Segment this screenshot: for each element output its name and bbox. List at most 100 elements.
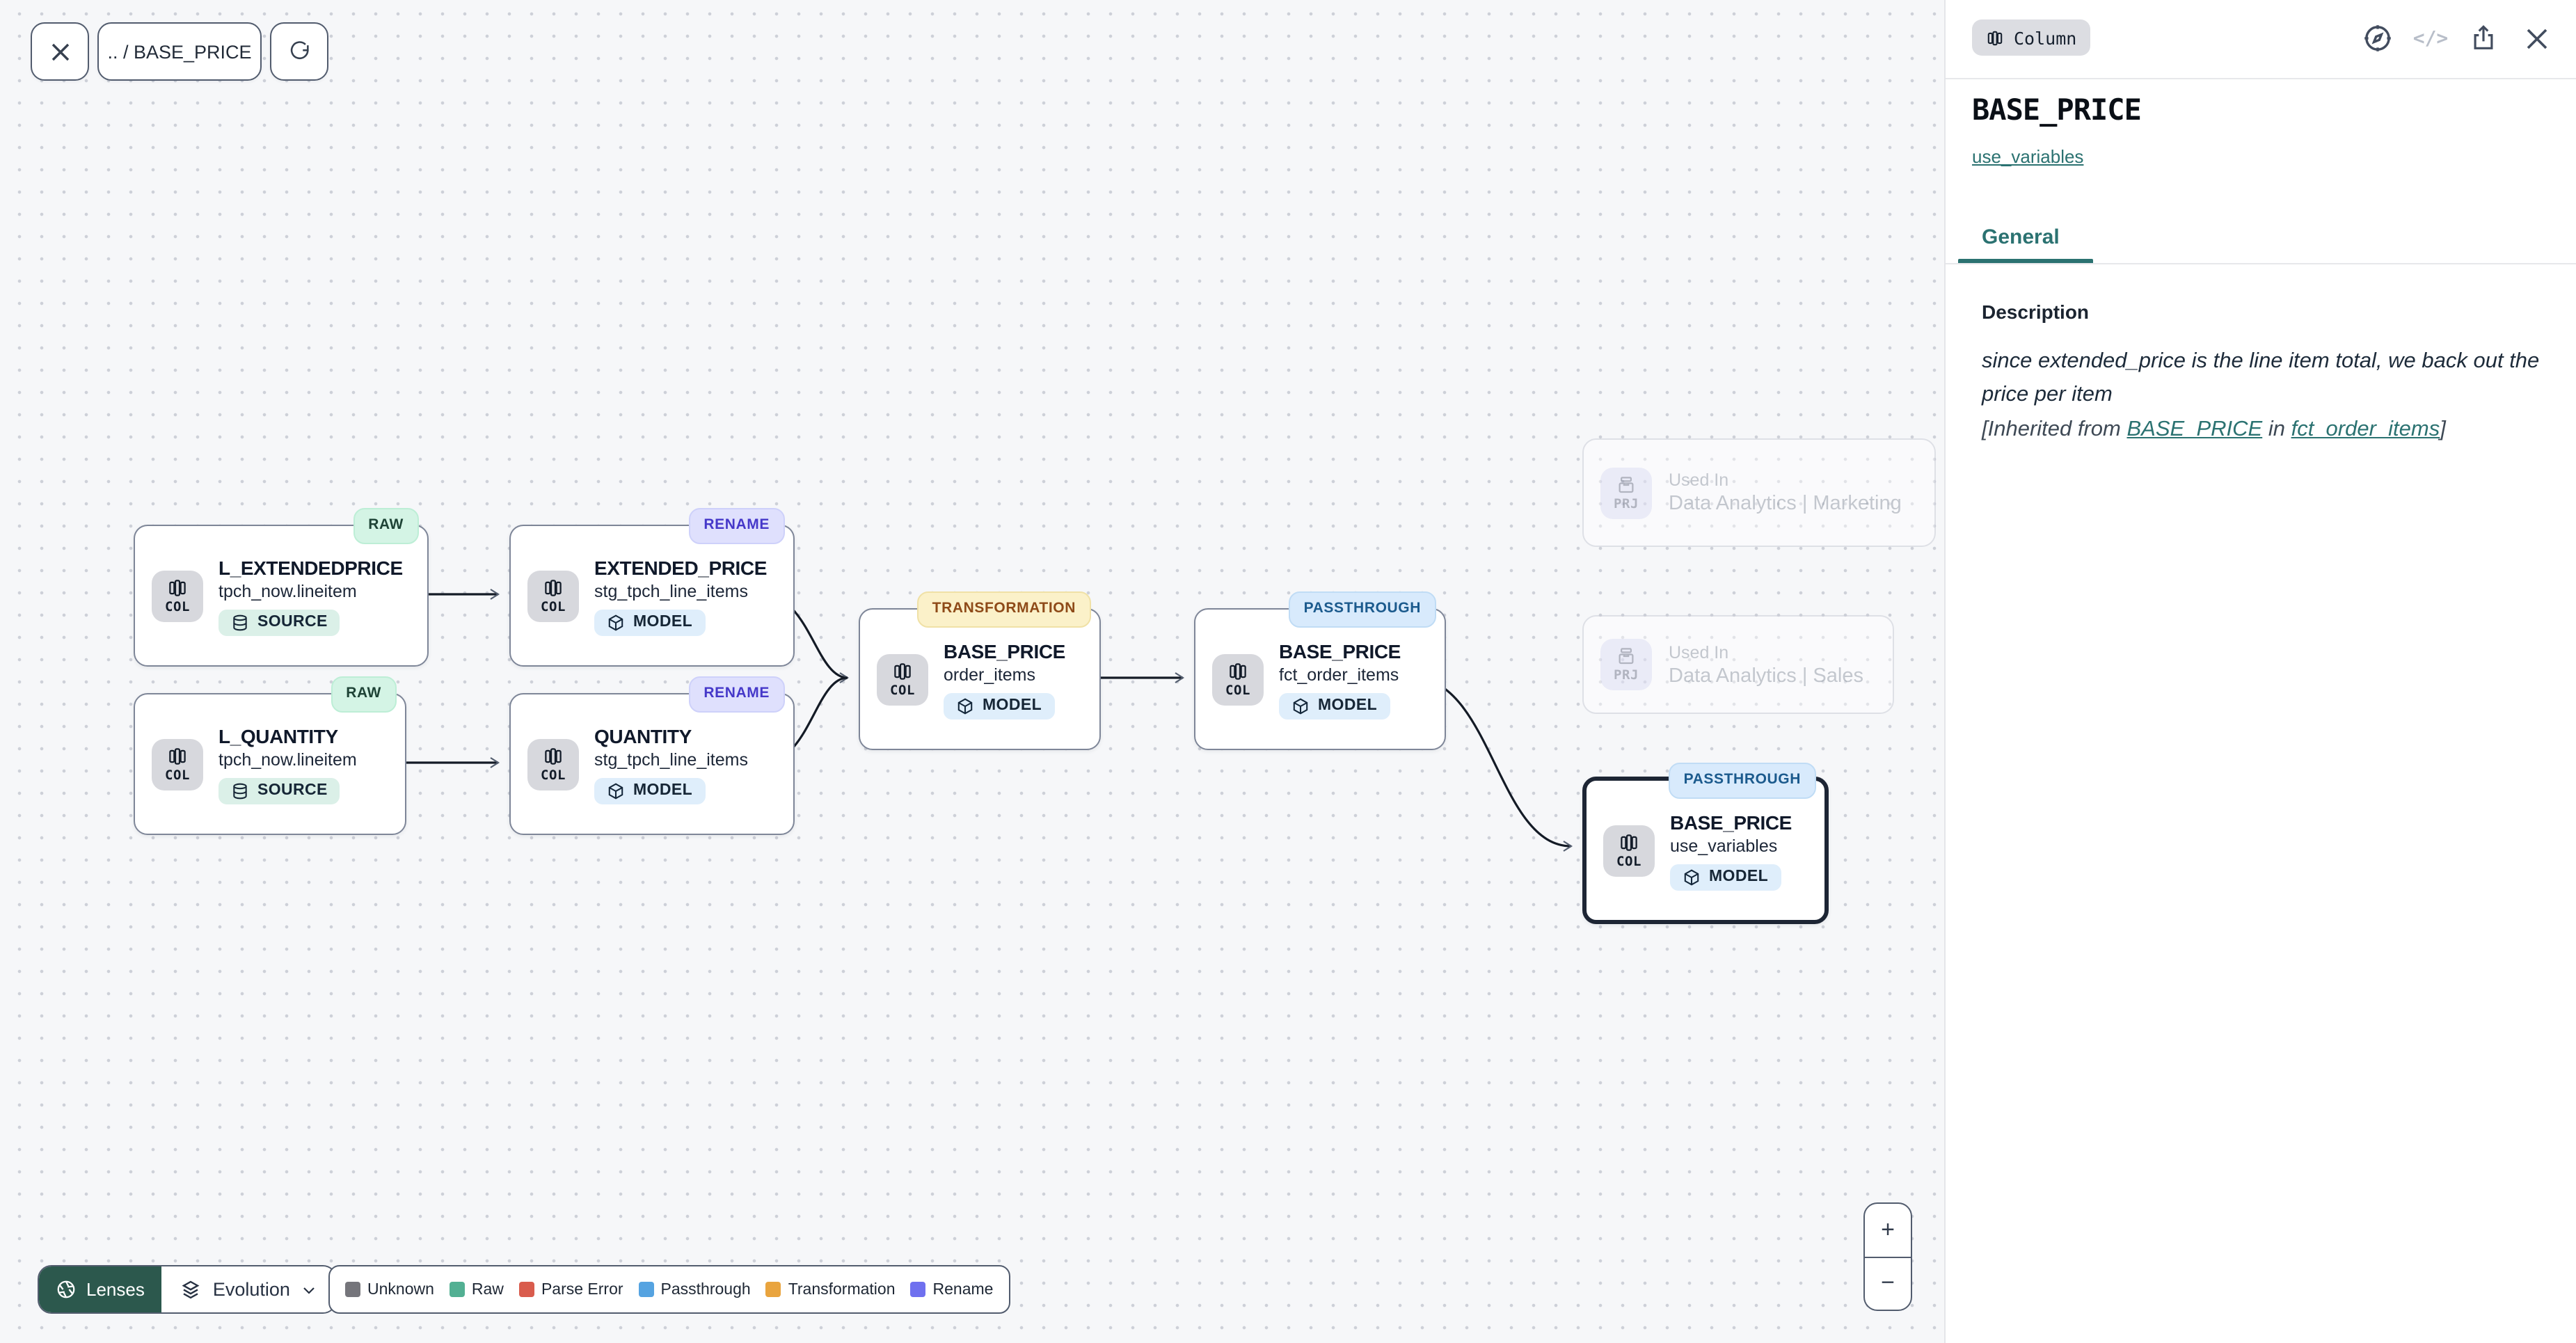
column-kind-chip: COL bbox=[1212, 653, 1264, 705]
node-text: BASE_PRICE use_variables MODEL bbox=[1670, 811, 1792, 890]
legend-item: Rename bbox=[910, 1281, 993, 1298]
close-icon bbox=[51, 42, 69, 61]
code-view-button[interactable]: </> bbox=[2413, 21, 2449, 56]
model-chip: MODEL bbox=[944, 692, 1055, 719]
columns-icon bbox=[169, 579, 186, 596]
lineage-node-base-price-use-variables-selected[interactable]: PASSTHROUGH COL BASE_PRICE use_variables… bbox=[1582, 763, 1829, 924]
kind-label: PRJ bbox=[1613, 496, 1639, 511]
model-chip: MODEL bbox=[1279, 692, 1390, 719]
column-kind-chip: COL bbox=[152, 738, 203, 790]
entity-type-label: Column bbox=[2014, 27, 2077, 48]
description-text: since extended_price is the line item to… bbox=[1982, 349, 2540, 406]
lenses-button[interactable]: Lenses bbox=[39, 1266, 161, 1312]
lineage-node-l-extendedprice[interactable]: RAW COL L_EXTENDEDPRICE tpch_now.lineite… bbox=[134, 508, 429, 667]
lineage-node-l-quantity[interactable]: RAW COL L_QUANTITY tpch_now.lineitem SOU… bbox=[134, 676, 406, 835]
explore-button[interactable] bbox=[2360, 21, 2395, 56]
tab-divider bbox=[1946, 263, 2576, 264]
columns-icon bbox=[169, 747, 186, 764]
node-subtitle: use_variables bbox=[1670, 836, 1778, 855]
kind-label: COL bbox=[540, 768, 566, 783]
zoom-out-icon: − bbox=[1881, 1269, 1895, 1296]
node-text: EXTENDED_PRICE stg_tpch_line_items MODEL bbox=[594, 556, 767, 635]
inherited-model-link[interactable]: fct_order_items bbox=[2291, 418, 2440, 441]
node-subtitle: fct_order_items bbox=[1279, 665, 1399, 684]
model-icon bbox=[1684, 868, 1699, 885]
tab-active-indicator bbox=[1958, 259, 2093, 264]
used-in-node-sales[interactable]: PRJ Used In Data Analytics | Sales bbox=[1582, 615, 1894, 714]
legend-swatch-transformation bbox=[765, 1282, 781, 1297]
legend-item: Parse Error bbox=[518, 1281, 623, 1298]
kind-label: COL bbox=[1616, 854, 1642, 869]
tab-general[interactable]: General bbox=[1982, 225, 2060, 249]
evolution-icon bbox=[182, 1280, 200, 1298]
lenses-label: Lenses bbox=[86, 1279, 145, 1300]
chevron-down-icon bbox=[304, 1287, 315, 1294]
inherited-column-link[interactable]: BASE_PRICE bbox=[2126, 418, 2263, 441]
lineage-node-extended-price[interactable]: RENAME COL EXTENDED_PRICE stg_tpch_line_… bbox=[509, 508, 795, 667]
close-panel-button[interactable] bbox=[2519, 21, 2554, 56]
inherited-from-note: [Inherited from BASE_PRICE in fct_order_… bbox=[1982, 418, 2544, 443]
legend-swatch-passthrough bbox=[638, 1282, 654, 1297]
refresh-button[interactable] bbox=[270, 22, 328, 81]
lens-badge: TRANSFORMATION bbox=[916, 591, 1091, 628]
legend-item: Unknown bbox=[345, 1281, 434, 1298]
legend-label: Raw bbox=[471, 1281, 504, 1298]
compass-icon bbox=[2364, 25, 2391, 51]
inherited-middle: in bbox=[2262, 418, 2291, 441]
node-text: Used In Data Analytics | Marketing bbox=[1669, 470, 1902, 515]
node-subtitle: tpch_now.lineitem bbox=[218, 581, 357, 601]
node-subtitle: stg_tpch_line_items bbox=[594, 749, 748, 769]
column-kind-chip: COL bbox=[152, 570, 203, 621]
column-kind-chip: COL bbox=[527, 570, 579, 621]
close-icon bbox=[2526, 28, 2547, 49]
node-subtitle: stg_tpch_line_items bbox=[594, 581, 748, 601]
project-icon bbox=[1619, 648, 1634, 665]
node-text: Used In Data Analytics | Sales bbox=[1669, 642, 1863, 687]
kind-label: COL bbox=[164, 768, 191, 783]
legend-label: Parse Error bbox=[541, 1281, 623, 1298]
share-icon bbox=[2474, 25, 2493, 49]
lineage-node-base-price-order-items[interactable]: TRANSFORMATION COL BASE_PRICE order_item… bbox=[859, 591, 1101, 750]
legend-swatch-unknown bbox=[345, 1282, 360, 1297]
node-title: QUANTITY bbox=[594, 724, 692, 747]
inherited-suffix: ] bbox=[2440, 418, 2446, 441]
legend-swatch-rename bbox=[910, 1282, 926, 1297]
lineage-node-quantity[interactable]: RENAME COL QUANTITY stg_tpch_line_items … bbox=[509, 676, 795, 835]
lens-badge: RENAME bbox=[688, 508, 785, 544]
columns-icon bbox=[545, 579, 562, 596]
used-in-node-marketing[interactable]: PRJ Used In Data Analytics | Marketing bbox=[1582, 438, 1936, 547]
lens-legend: Unknown Raw Parse Error Passthrough Tran… bbox=[328, 1265, 1010, 1314]
model-chip: MODEL bbox=[594, 609, 706, 635]
lineage-canvas[interactable]: .. / BASE_PRICE RAW COL L_EXTENDEDPRICE … bbox=[0, 0, 1944, 1343]
share-button[interactable] bbox=[2466, 21, 2501, 56]
zoom-in-button[interactable]: + bbox=[1865, 1204, 1911, 1257]
model-link[interactable]: use_variables bbox=[1972, 146, 2084, 167]
lens-badge: PASSTHROUGH bbox=[1288, 591, 1436, 628]
node-title: L_QUANTITY bbox=[218, 724, 338, 747]
legend-swatch-raw bbox=[449, 1282, 465, 1297]
zoom-control: + − bbox=[1863, 1202, 1912, 1311]
legend-swatch-parse-error bbox=[518, 1282, 534, 1297]
entity-type-badge: Column bbox=[1972, 19, 2091, 56]
legend-label: Unknown bbox=[367, 1281, 434, 1298]
source-chip: SOURCE bbox=[218, 777, 340, 804]
columns-icon bbox=[1987, 30, 2003, 45]
chip-label: MODEL bbox=[1318, 697, 1378, 714]
refresh-icon bbox=[289, 40, 308, 58]
legend-item: Passthrough bbox=[638, 1281, 751, 1298]
lineage-node-base-price-fct-order-items[interactable]: PASSTHROUGH COL BASE_PRICE fct_order_ite… bbox=[1194, 591, 1446, 750]
close-lineage-button[interactable] bbox=[31, 22, 89, 81]
lens-badge: RAW bbox=[331, 676, 397, 713]
model-icon bbox=[608, 782, 623, 799]
legend-item: Transformation bbox=[765, 1281, 896, 1298]
breadcrumb[interactable]: .. / BASE_PRICE bbox=[97, 22, 262, 81]
zoom-out-button[interactable]: − bbox=[1865, 1257, 1911, 1310]
node-title: L_EXTENDEDPRICE bbox=[218, 556, 403, 578]
lens-selector-dropdown[interactable]: Evolution bbox=[161, 1266, 336, 1312]
column-kind-chip: COL bbox=[527, 738, 579, 790]
database-icon bbox=[233, 782, 247, 799]
legend-item: Raw bbox=[449, 1281, 504, 1298]
node-text: QUANTITY stg_tpch_line_items MODEL bbox=[594, 724, 748, 804]
kind-label: COL bbox=[1225, 683, 1251, 698]
